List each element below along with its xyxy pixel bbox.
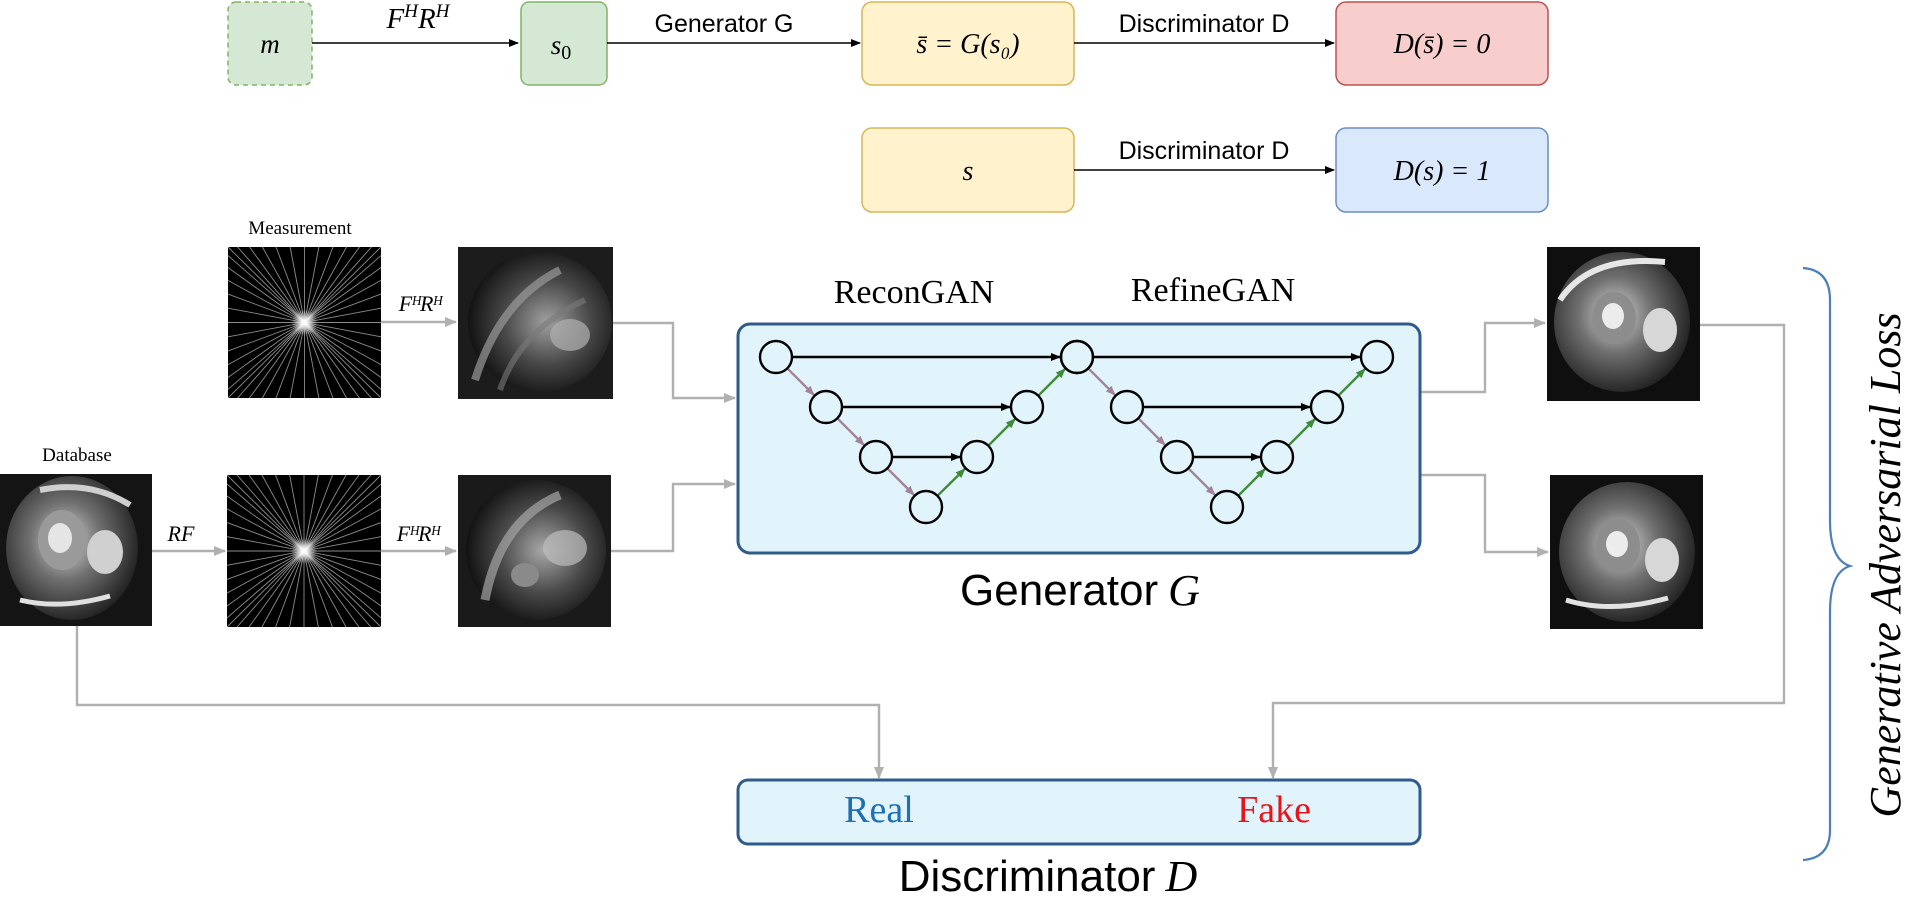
refinegan-node <box>1209 489 1245 525</box>
undersampled-image-bottom <box>458 475 611 627</box>
arrow-generator-to-output-bottom <box>1420 473 1549 557</box>
generator-box <box>736 322 1422 555</box>
recongan-down-edge <box>836 417 865 446</box>
s0-node-label: s0 <box>551 30 572 64</box>
arrow-bottom-image-to-generator <box>611 479 736 553</box>
database-label: Database <box>42 445 112 466</box>
recongan-up-edge <box>987 418 1016 447</box>
s-node-label: s <box>963 156 974 187</box>
refinegan-node <box>1159 439 1195 475</box>
fake-label: Fake <box>1237 789 1311 831</box>
recongan-label: ReconGAN <box>834 274 995 311</box>
ground-truth-image-bottom <box>1550 475 1703 629</box>
refinegan-output-node <box>1359 339 1395 375</box>
recongan-down-edge <box>886 467 915 496</box>
arrow-output-to-fake <box>1268 323 1786 779</box>
refinegan-up-edge <box>1337 368 1366 397</box>
sampling-mask-image <box>226 474 382 628</box>
sbar-node-label: s̄ = G(s₀) <box>916 29 1019 60</box>
refinegan-up-edge <box>1287 418 1316 447</box>
recongan-up-edge <box>936 468 966 497</box>
side-loss-label: Generative Adversarial Loss <box>1861 312 1910 817</box>
arrow-generator-to-output-top <box>1420 318 1546 394</box>
recongan-node <box>1009 389 1045 425</box>
refinegan-node <box>1309 389 1345 425</box>
arrow-top-image-to-generator <box>613 321 736 403</box>
discriminator-edge-label-2: Discriminator D <box>1119 137 1290 165</box>
flow-row-fake: m FHRH s0 Generator G s̄ = G(s₀) Discrim… <box>227 1 1549 86</box>
d-real-node <box>1335 127 1549 213</box>
d-fake-node <box>1335 1 1549 86</box>
rf-label: RF <box>167 521 195 546</box>
refinegan-up-edge <box>1237 468 1266 497</box>
refinegan-label: RefineGAN <box>1131 272 1295 309</box>
database-mri-image <box>0 474 152 626</box>
reconstructed-image-top <box>1547 247 1700 401</box>
fhrh-label-bottom: FᴴRᴴ <box>396 521 442 546</box>
recongan-node <box>758 339 794 375</box>
d-fake-node-label: D(s̄) = 0 <box>1393 29 1491 60</box>
measurement-label: Measurement <box>248 218 352 239</box>
arrow-database-to-real <box>75 626 884 779</box>
d-real-node-label: D(s) = 1 <box>1393 156 1491 187</box>
m-node <box>227 1 313 86</box>
shared-node <box>1059 339 1095 375</box>
recongan-node <box>808 389 844 425</box>
unet-graph <box>758 339 1395 525</box>
recongan-node <box>908 489 944 525</box>
undersampled-image-top <box>458 247 613 399</box>
refinegan-node <box>1259 439 1295 475</box>
loss-brace <box>1802 266 1854 862</box>
gray-connectors <box>75 317 1786 779</box>
m-node-label: m <box>260 29 280 59</box>
refinegan-down-edge <box>1137 417 1166 446</box>
fhrh-operator-label: FHRH <box>386 1 451 35</box>
recongan-node <box>959 439 995 475</box>
refinegan-node <box>1109 389 1145 425</box>
flow-row-real: s Discriminator D D(s) = 1 <box>861 127 1549 213</box>
refinegan-down-edge <box>1187 467 1216 496</box>
discriminator-edge-label-1: Discriminator D <box>1119 10 1290 38</box>
recongan-down-edge <box>786 367 815 396</box>
discriminator-box <box>736 778 1422 846</box>
measurement-mask-image <box>227 246 382 399</box>
real-label: Real <box>844 789 914 831</box>
fhrh-label-top: FᴴRᴴ <box>398 291 444 316</box>
refinegan-down-edge <box>1087 367 1116 396</box>
recongan-up-edge <box>1037 368 1066 397</box>
generator-edge-label: Generator G <box>655 10 794 38</box>
recongan-node <box>858 439 894 475</box>
